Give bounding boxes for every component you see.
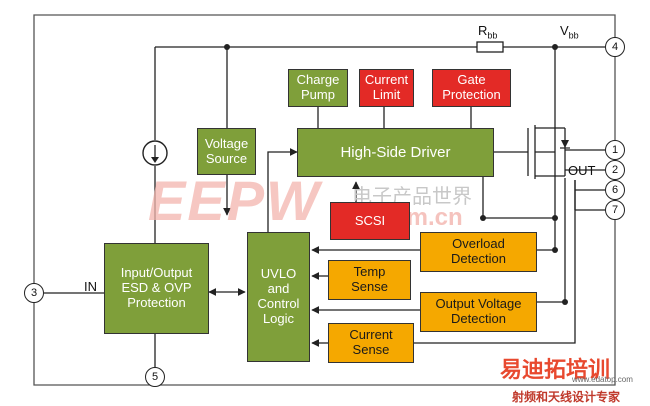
pin-7: 7 (605, 200, 625, 220)
high-side-driver-block: High-Side Driver (297, 128, 494, 177)
rbb-label: Rbb (478, 23, 498, 41)
output-voltage-detection-block: Output Voltage Detection (420, 292, 537, 332)
charge-pump-block: Charge Pump (288, 69, 348, 107)
in-label: IN (84, 279, 97, 294)
temp-sense-block: Temp Sense (328, 260, 411, 300)
current-sense-block: Current Sense (328, 323, 414, 363)
gate-protection-block: Gate Protection (432, 69, 511, 107)
pin-3: 3 (24, 283, 44, 303)
current-limit-block: Current Limit (359, 69, 414, 107)
voltage-source-block: Voltage Source (197, 128, 256, 175)
pin-5: 5 (145, 367, 165, 387)
pin-6: 6 (605, 180, 625, 200)
uvlo-control-logic-block: UVLO and Control Logic (247, 232, 310, 362)
scsi-block: SCSI (330, 202, 410, 240)
out-label: OUT (568, 163, 596, 178)
vbb-label: Vbb (560, 23, 579, 41)
pin-2: 2 (605, 160, 625, 180)
pin-1: 1 (605, 140, 625, 160)
overload-detection-block: Overload Detection (420, 232, 537, 272)
pin-4: 4 (605, 37, 625, 57)
io-protection-block: Input/Output ESD & OVP Protection (104, 243, 209, 334)
